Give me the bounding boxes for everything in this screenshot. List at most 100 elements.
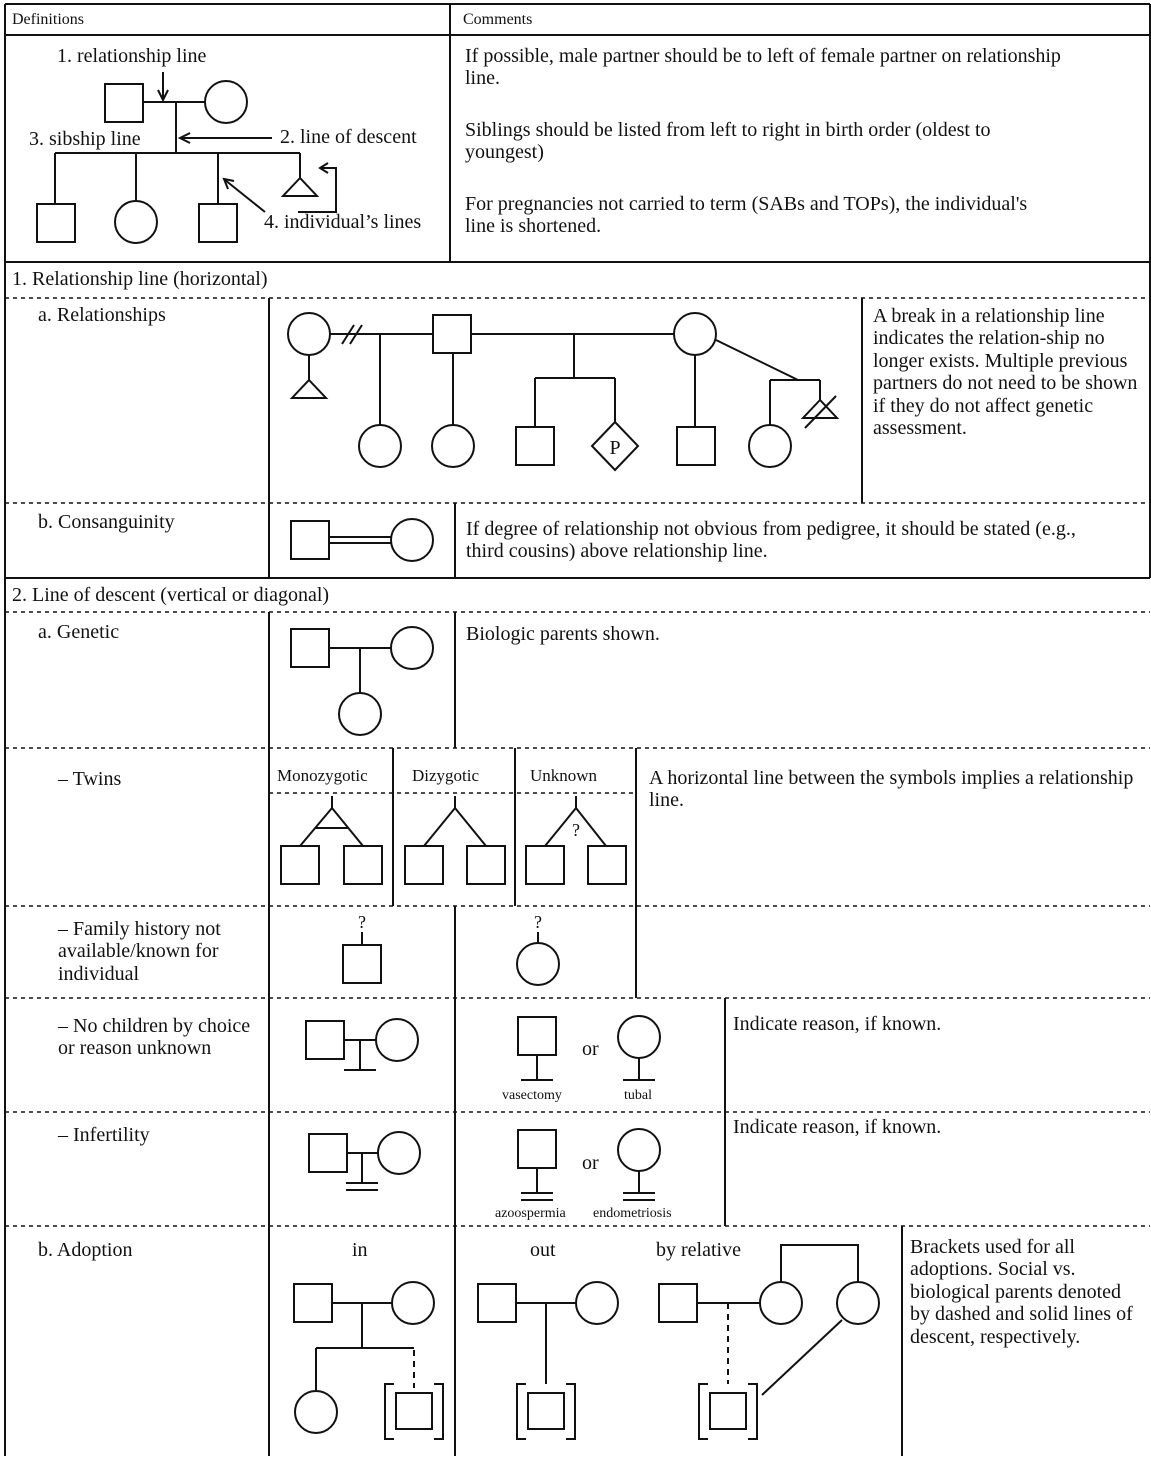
no-children-label: – No children by choice or reason unknow… (58, 1015, 251, 1060)
section2-title: 2. Line of descent (vertical or diagonal… (12, 584, 330, 606)
female-symbol (377, 1131, 421, 1175)
relationships-label: a. Relationships (38, 304, 166, 326)
female-symbol (759, 1281, 803, 1325)
male-symbol (477, 1283, 517, 1323)
definitions-pedigree (36, 72, 337, 244)
infertility-or: or (582, 1152, 599, 1174)
twins-dizygotic: Dizygotic (412, 766, 480, 785)
pregnancy-loss-symbol (289, 378, 329, 399)
relationships-comment: A break in a relationship line indicates… (873, 305, 1138, 439)
family-history-pedigree (342, 932, 560, 986)
tubal-note: tubal (624, 1088, 652, 1103)
sibship-line-label: 3. sibship line (29, 128, 141, 150)
pregnancy-loss-symbol (800, 398, 840, 419)
line-of-descent-label: 2. line of descent (280, 126, 417, 148)
female-symbol (617, 1015, 661, 1059)
male-symbol (198, 203, 238, 243)
twins-unknown-mark: ? (572, 820, 580, 840)
twins-unknown: Unknown (530, 766, 598, 785)
intro-comment-2: Siblings should be listed from left to r… (465, 119, 991, 164)
female-symbol (836, 1281, 880, 1325)
male-symbol (587, 845, 627, 885)
intro-comment-3: For pregnancies not carried to term (SAB… (465, 193, 1028, 238)
adoption-by-relative: by relative (656, 1239, 741, 1261)
definitions-header: Definitions (12, 11, 84, 28)
male-symbol (658, 1283, 698, 1323)
male-symbol (290, 520, 330, 560)
azoospermia-note: azoospermia (495, 1206, 566, 1221)
male-symbol (517, 1016, 557, 1056)
male-symbol (293, 1283, 333, 1323)
male-symbol (517, 1129, 557, 1169)
consanguinity-pedigree (290, 518, 434, 562)
consanguinity-comment: If degree of relationship not obvious fr… (466, 518, 1076, 563)
adoption-label: b. Adoption (38, 1239, 133, 1261)
female-symbol (390, 518, 434, 562)
comments-header: Comments (463, 11, 533, 28)
relationship-line-label: 1. relationship line (57, 45, 207, 67)
pregnancy-label: P (609, 437, 620, 459)
no-children-or: or (582, 1038, 599, 1060)
male-symbol (290, 628, 330, 668)
twins-pedigree (280, 796, 627, 885)
genetic-pedigree (290, 626, 434, 736)
male-symbol (404, 845, 444, 885)
female-symbol (516, 942, 560, 986)
male-symbol (515, 426, 555, 466)
adoption-in: in (352, 1239, 368, 1261)
male-symbol (104, 83, 144, 123)
family-history-label: – Family history not available/known for… (58, 918, 221, 985)
adoption-comment: Brackets used for all adoptions. Social … (910, 1236, 1133, 1348)
no-children-pedigree (305, 1015, 661, 1081)
genetic-label: a. Genetic (38, 621, 120, 643)
family-history-mark-female: ? (534, 912, 542, 932)
female-symbol (748, 424, 792, 468)
male-symbol (36, 203, 76, 243)
twins-monozygotic: Monozygotic (277, 766, 368, 785)
twins-comment: A horizontal line between the symbols im… (649, 767, 1134, 812)
female-symbol (390, 626, 434, 670)
male-symbol (525, 845, 565, 885)
infertility-label: – Infertility (58, 1124, 150, 1146)
twins-label: – Twins (58, 768, 122, 790)
section1-title: 1. Relationship line (horizontal) (12, 268, 268, 290)
male-symbol (395, 1392, 433, 1430)
table-grid (4, 3, 1151, 1456)
male-symbol (308, 1133, 348, 1173)
male-symbol (280, 845, 320, 885)
male-symbol (676, 426, 716, 466)
consanguinity-label: b. Consanguinity (38, 511, 175, 533)
infertility-comment: Indicate reason, if known. (733, 1116, 942, 1138)
infertility-pedigree (308, 1128, 661, 1201)
female-symbol (338, 692, 382, 736)
female-symbol (617, 1128, 661, 1172)
female-symbol (358, 424, 402, 468)
genetic-comment: Biologic parents shown. (466, 623, 660, 645)
female-symbol (294, 1390, 338, 1434)
female-symbol (431, 424, 475, 468)
male-symbol (342, 944, 382, 984)
female-symbol (287, 312, 331, 356)
adoption-out: out (530, 1239, 556, 1261)
family-history-mark-male: ? (358, 912, 366, 932)
endometriosis-note: endometriosis (593, 1206, 672, 1221)
vasectomy-note: vasectomy (502, 1088, 562, 1103)
male-symbol (709, 1392, 747, 1430)
female-symbol (575, 1281, 619, 1325)
no-children-comment: Indicate reason, if known. (733, 1013, 942, 1035)
pregnancy-symbol (590, 420, 640, 472)
relationships-pedigree (287, 312, 840, 472)
female-symbol (673, 312, 717, 356)
intro-comment-1: If possible, male partner should be to l… (465, 45, 1061, 90)
male-symbol (527, 1392, 565, 1430)
male-symbol (305, 1020, 345, 1060)
female-symbol (375, 1018, 419, 1062)
female-symbol (204, 80, 248, 124)
table-dashed-rules (5, 297, 1150, 1227)
pregnancy-loss-symbol (280, 176, 320, 197)
female-symbol (114, 200, 158, 244)
adoption-pedigree (293, 1244, 880, 1440)
individuals-lines-label: 4. individual’s lines (264, 211, 422, 233)
female-symbol (391, 1281, 435, 1325)
